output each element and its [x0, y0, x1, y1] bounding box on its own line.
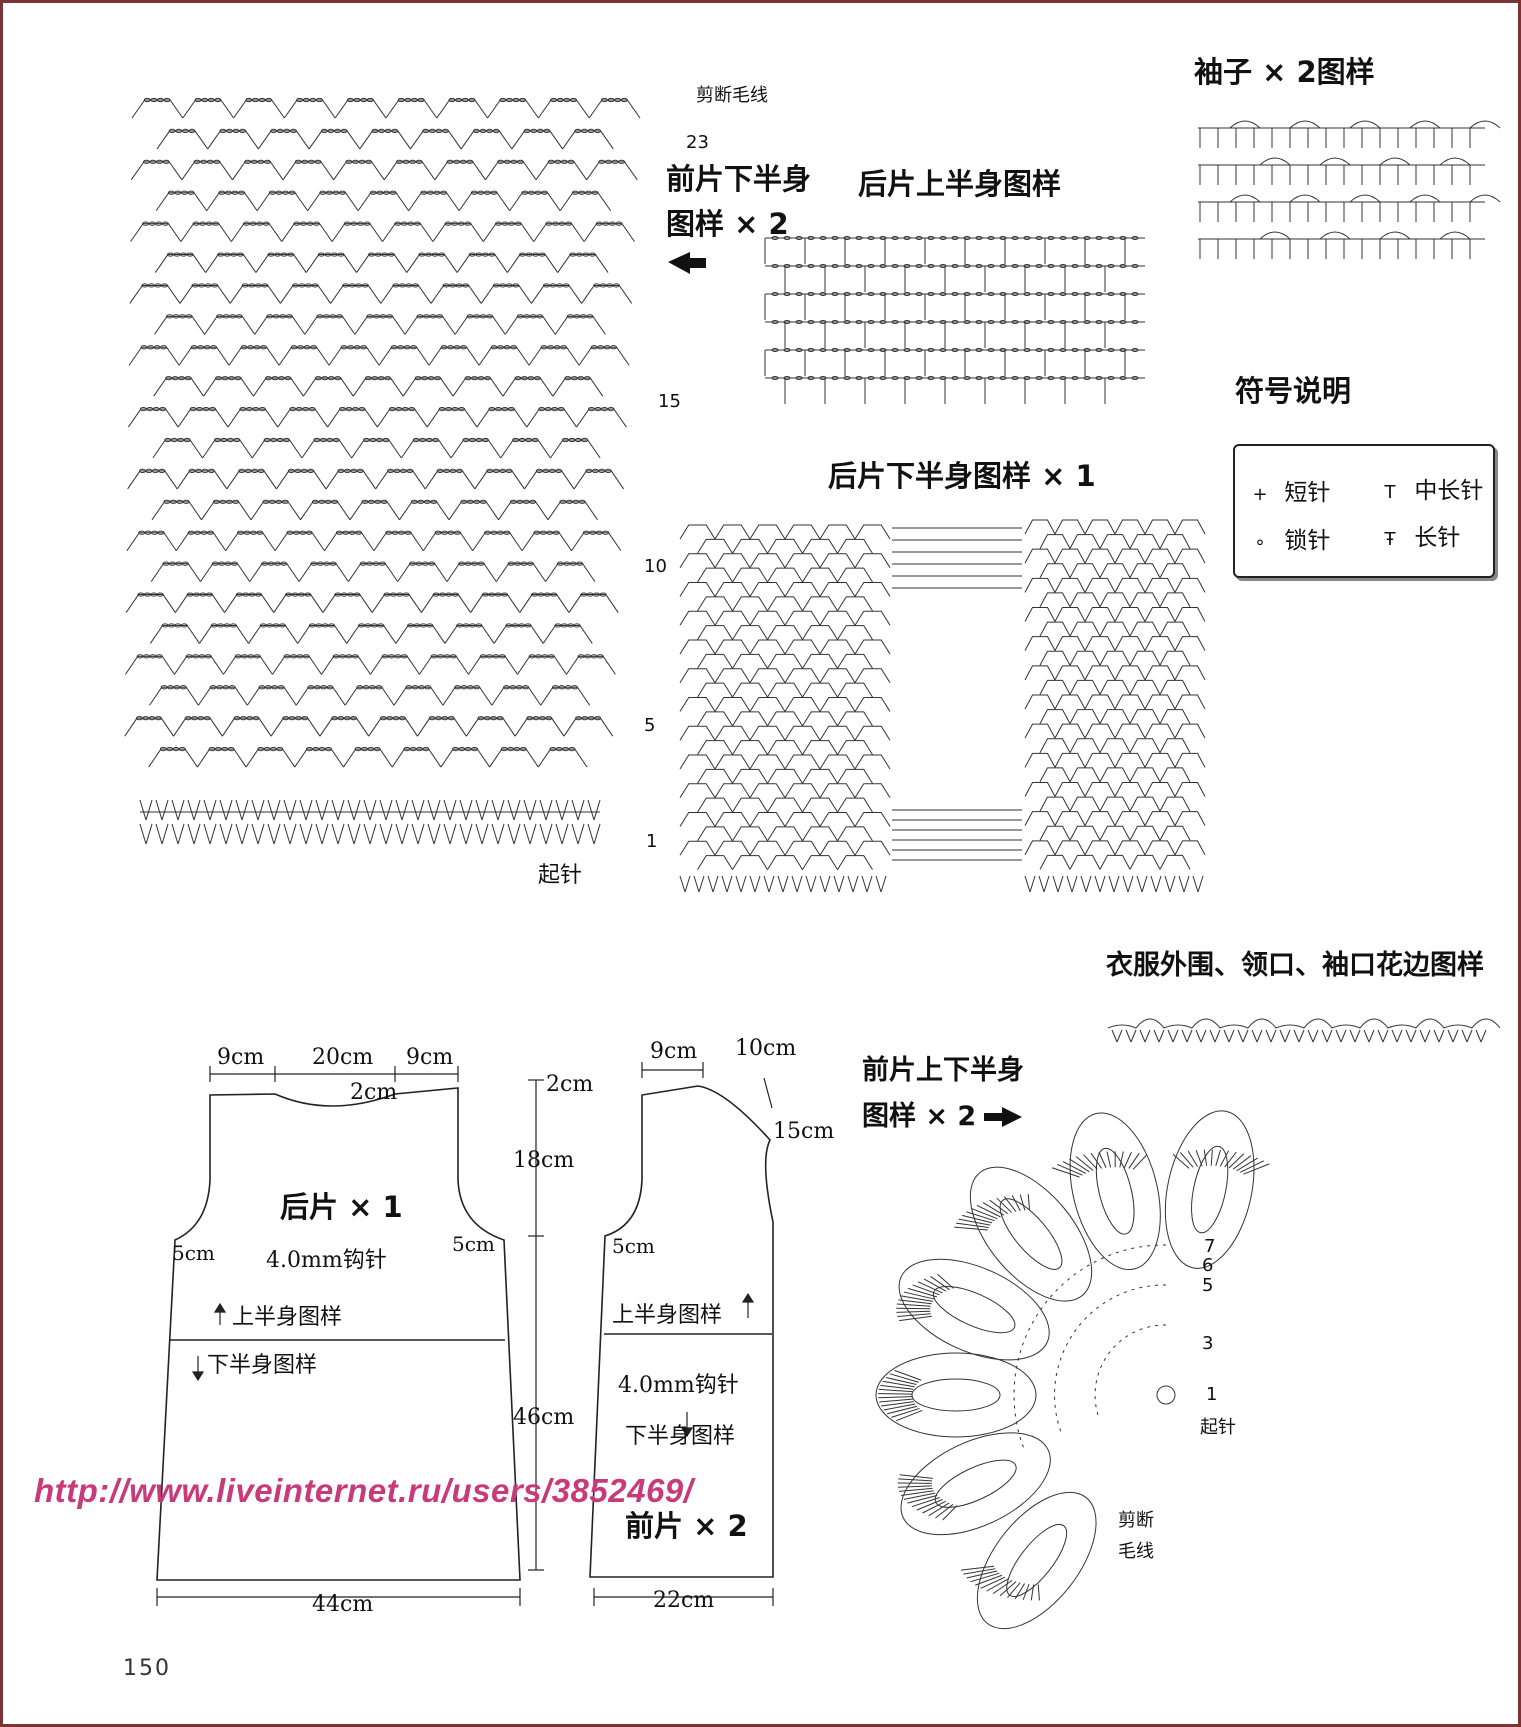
front-lower-title-line2: 图样 × 2 — [666, 207, 789, 241]
body-height-dim: 46cm — [513, 1405, 575, 1430]
row-marker-5: 5 — [644, 715, 656, 736]
back-upper-title: 后片上半身图样 — [858, 167, 1062, 201]
back-piece-hook: 4.0mm钩针 — [266, 1248, 387, 1273]
back-piece-dimension-lines — [156, 1066, 544, 1606]
back-lower-stitch-chart — [679, 519, 1206, 893]
back-neck-depth-dim: 2cm — [350, 1080, 398, 1105]
legend-item-hdc: T 中长针 — [1373, 471, 1484, 505]
edging-title: 衣服外围、领口、袖口花边图样 — [1106, 950, 1484, 981]
legend-label-ch: 锁针 — [1284, 528, 1331, 554]
back-armhole-left-dim: 5cm — [172, 1241, 215, 1265]
motif-row-7: 7 — [1204, 1236, 1216, 1257]
row-marker-23: 23 — [686, 132, 709, 153]
back-lower-pattern-label: 下半身图样 — [207, 1353, 318, 1378]
motif-row-5: 5 — [1202, 1275, 1214, 1296]
back-neck-dim: 20cm — [312, 1045, 374, 1070]
back-upper-pattern-label: 上半身图样 — [232, 1305, 343, 1330]
front-lower-start-label: 起针 — [538, 863, 583, 888]
front-shoulder-dim: 9cm — [650, 1039, 698, 1064]
motif-stitch-chart — [875, 1110, 1270, 1630]
motif-cut-label-1: 剪断 — [1118, 1510, 1154, 1531]
motif-row-3: 3 — [1202, 1333, 1214, 1354]
back-shoulder-left-dim: 9cm — [217, 1045, 265, 1070]
front-piece-dimension-lines — [593, 1062, 774, 1606]
dc-symbol-icon: Ŧ — [1384, 529, 1396, 550]
front-lower-stitch-chart — [124, 97, 641, 845]
front-piece-outline — [589, 1085, 774, 1578]
page-number: 150 — [123, 1656, 171, 1681]
legend-label-sc: 短针 — [1284, 480, 1331, 506]
legend-title: 符号说明 — [1235, 374, 1352, 408]
back-lower-title: 后片下半身图样 × 1 — [828, 459, 1096, 493]
front-neck-dim: 10cm — [735, 1036, 797, 1061]
armhole-height-dim: 18cm — [513, 1148, 575, 1173]
front-lower-title-line1: 前片下半身 — [666, 162, 812, 196]
motif-row-1: 1 — [1206, 1384, 1218, 1405]
back-width-dim: 44cm — [312, 1592, 374, 1617]
sc-symbol-icon: + — [1252, 484, 1268, 505]
title-arrows — [668, 252, 1022, 1127]
front-width-dim: 22cm — [653, 1588, 715, 1613]
back-shoulder-right-dim: 9cm — [406, 1045, 454, 1070]
front-lower-cut-label: 剪断毛线 — [696, 85, 768, 106]
legend-item-dc: Ŧ 长针 — [1373, 518, 1461, 552]
hdc-symbol-icon: T — [1384, 482, 1396, 503]
front-lower-pattern-label: 下半身图样 — [625, 1424, 736, 1449]
legend-box: + 短针 T 中长针 ∘ 锁针 Ŧ 长针 — [1233, 444, 1495, 578]
sleeve-stitch-chart — [1198, 120, 1501, 259]
front-piece-hook: 4.0mm钩针 — [618, 1373, 739, 1398]
back-upper-stitch-chart — [764, 236, 1145, 404]
ch-symbol-icon: ∘ — [1254, 532, 1266, 553]
front-piece-title: 前片 × 2 — [625, 1509, 748, 1543]
watermark-url: http://www.liveinternet.ru/users/3852469… — [34, 1472, 694, 1509]
sleeve-title: 袖子 × 2图样 — [1194, 55, 1375, 89]
row-marker-10: 10 — [644, 556, 667, 577]
legend-label-hdc: 中长针 — [1414, 478, 1484, 504]
back-piece-outline — [156, 1087, 521, 1581]
front-neck-depth-dim: 15cm — [773, 1119, 835, 1144]
motif-row-6: 6 — [1202, 1255, 1214, 1276]
motif-title-line1: 前片上下半身 — [862, 1055, 1024, 1086]
legend-label-dc: 长针 — [1414, 525, 1461, 551]
back-armhole-right-dim: 5cm — [452, 1232, 495, 1256]
motif-start-label: 起针 — [1200, 1417, 1236, 1438]
front-upper-pattern-label: 上半身图样 — [612, 1303, 723, 1328]
back-piece-title: 后片 × 1 — [280, 1190, 403, 1224]
row-marker-1: 1 — [646, 831, 658, 852]
shoulder-drop-dim: 2cm — [546, 1072, 594, 1097]
legend-item-ch: ∘ 锁针 — [1243, 521, 1330, 555]
motif-cut-label-2: 毛线 — [1118, 1541, 1154, 1562]
row-marker-15: 15 — [658, 391, 681, 412]
edging-stitch-chart — [1107, 1018, 1501, 1043]
legend-item-sc: + 短针 — [1243, 473, 1330, 507]
front-armhole-dim: 5cm — [612, 1234, 655, 1258]
motif-title-line2: 图样 × 2 — [862, 1101, 977, 1132]
